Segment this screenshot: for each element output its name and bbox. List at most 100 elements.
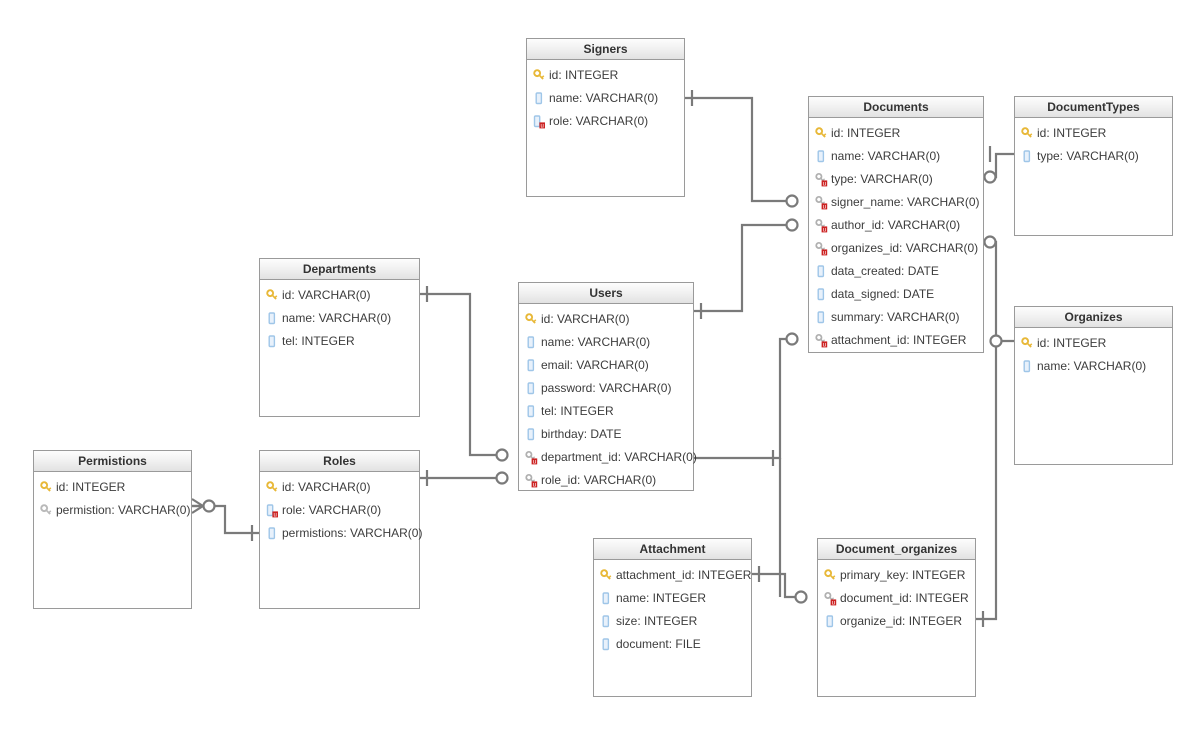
foreign-key-icon: u: [815, 218, 828, 233]
attribute-row[interactable]: id: VARCHAR(0): [519, 308, 693, 331]
column-icon: [600, 591, 613, 606]
column-icon: [1021, 149, 1034, 164]
link-attachment-documentorganizes: [752, 572, 807, 599]
svg-text:u: u: [541, 124, 544, 129]
attribute-label: permistions: VARCHAR(0): [282, 526, 423, 540]
attribute-row[interactable]: organize_id: INTEGER: [818, 610, 975, 633]
attribute-label: id: INTEGER: [549, 68, 619, 82]
attribute-row[interactable]: permistions: VARCHAR(0): [260, 522, 423, 545]
column-icon: [266, 311, 279, 326]
attribute-row[interactable]: id: INTEGER: [1015, 332, 1172, 355]
attribute-row[interactable]: name: VARCHAR(0): [519, 331, 693, 354]
primary-key-icon: [824, 568, 837, 583]
attribute-row[interactable]: id: VARCHAR(0): [260, 476, 419, 499]
attribute-row[interactable]: summary: VARCHAR(0): [809, 306, 983, 329]
entity-title-documenttypes: DocumentTypes: [1015, 97, 1172, 118]
attribute-row[interactable]: u role: VARCHAR(0): [260, 499, 419, 522]
attribute-row[interactable]: name: VARCHAR(0): [1015, 355, 1172, 378]
attribute-label: document: FILE: [616, 637, 701, 651]
foreign-key-icon: u: [815, 195, 828, 210]
column-icon: [815, 310, 828, 325]
svg-text:u: u: [823, 182, 826, 187]
attribute-row[interactable]: tel: INTEGER: [260, 330, 419, 353]
link-organizes-documents: [984, 240, 1014, 343]
attribute-row[interactable]: permistion: VARCHAR(0): [34, 499, 191, 522]
primary-key-icon: [815, 126, 828, 141]
attribute-label: signer_name: VARCHAR(0): [831, 195, 980, 209]
entity-attributes-roles: id: VARCHAR(0) u role: VARCHAR(0) permistio…: [260, 472, 423, 545]
svg-text:u: u: [274, 513, 277, 518]
attribute-row[interactable]: tel: INTEGER: [519, 400, 693, 423]
primary-key-icon: [525, 312, 538, 327]
marker-zeroone-docorg-documentid: [794, 590, 808, 604]
entity-attributes-users: id: VARCHAR(0)name: VARCHAR(0) email: VAR…: [519, 304, 697, 492]
attribute-label: document_id: INTEGER: [840, 591, 969, 605]
attribute-row[interactable]: name: INTEGER: [594, 587, 751, 610]
marker-zeroone-users-departmentid: [495, 448, 509, 462]
attribute-row[interactable]: document: FILE: [594, 633, 751, 656]
foreign-key-icon: u: [525, 450, 538, 465]
attribute-row[interactable]: attachment_id: INTEGER: [594, 564, 751, 587]
svg-text:u: u: [832, 601, 835, 606]
attribute-row[interactable]: name: VARCHAR(0): [527, 87, 684, 110]
attribute-row[interactable]: name: VARCHAR(0): [809, 145, 983, 168]
attribute-label: size: INTEGER: [616, 614, 698, 628]
attribute-row[interactable]: id: INTEGER: [809, 122, 983, 145]
attribute-row[interactable]: id: INTEGER: [34, 476, 191, 499]
entity-users[interactable]: Users id: VARCHAR(0)name: VARCHAR(0) email…: [518, 282, 697, 492]
entity-title-users: Users: [519, 283, 693, 304]
column-icon: [815, 264, 828, 279]
attribute-row[interactable]: id: INTEGER: [527, 64, 684, 87]
attribute-row[interactable]: password: VARCHAR(0): [519, 377, 693, 400]
attribute-row[interactable]: email: VARCHAR(0): [519, 354, 693, 377]
attribute-row[interactable]: id: VARCHAR(0): [260, 284, 419, 307]
attribute-row[interactable]: size: INTEGER: [594, 610, 751, 633]
attribute-row[interactable]: u signer_name: VARCHAR(0): [809, 191, 983, 214]
attribute-row[interactable]: type: VARCHAR(0): [1015, 145, 1172, 168]
primary-key-icon: [40, 480, 53, 495]
attribute-row[interactable]: data_created: DATE: [809, 260, 983, 283]
svg-text:u: u: [823, 205, 826, 210]
primary-key-icon: [266, 480, 279, 495]
attribute-label: email: VARCHAR(0): [541, 358, 649, 372]
attribute-row[interactable]: name: VARCHAR(0): [260, 307, 419, 330]
entity-title-attachment: Attachment: [594, 539, 751, 560]
attribute-label: primary_key: INTEGER: [840, 568, 966, 582]
attribute-row[interactable]: primary_key: INTEGER: [818, 564, 975, 587]
attribute-label: tel: INTEGER: [282, 334, 355, 348]
attribute-label: id: INTEGER: [56, 480, 126, 494]
svg-text:u: u: [823, 251, 826, 256]
attribute-row[interactable]: u document_id: INTEGER: [818, 587, 975, 610]
primary-key-icon: [1021, 126, 1034, 141]
attribute-label: department_id: VARCHAR(0): [541, 450, 697, 464]
link-permistions-roles: [192, 504, 259, 535]
attribute-row[interactable]: birthday: DATE: [519, 423, 693, 446]
attribute-label: role: VARCHAR(0): [282, 503, 382, 517]
unique-key-icon: [40, 503, 53, 518]
attribute-row[interactable]: id: INTEGER: [1015, 122, 1172, 145]
foreign-key-icon: u: [815, 241, 828, 256]
svg-text:u: u: [823, 343, 826, 348]
column-icon: [525, 335, 538, 350]
attribute-label: summary: VARCHAR(0): [831, 310, 960, 324]
attribute-row[interactable]: data_signed: DATE: [809, 283, 983, 306]
